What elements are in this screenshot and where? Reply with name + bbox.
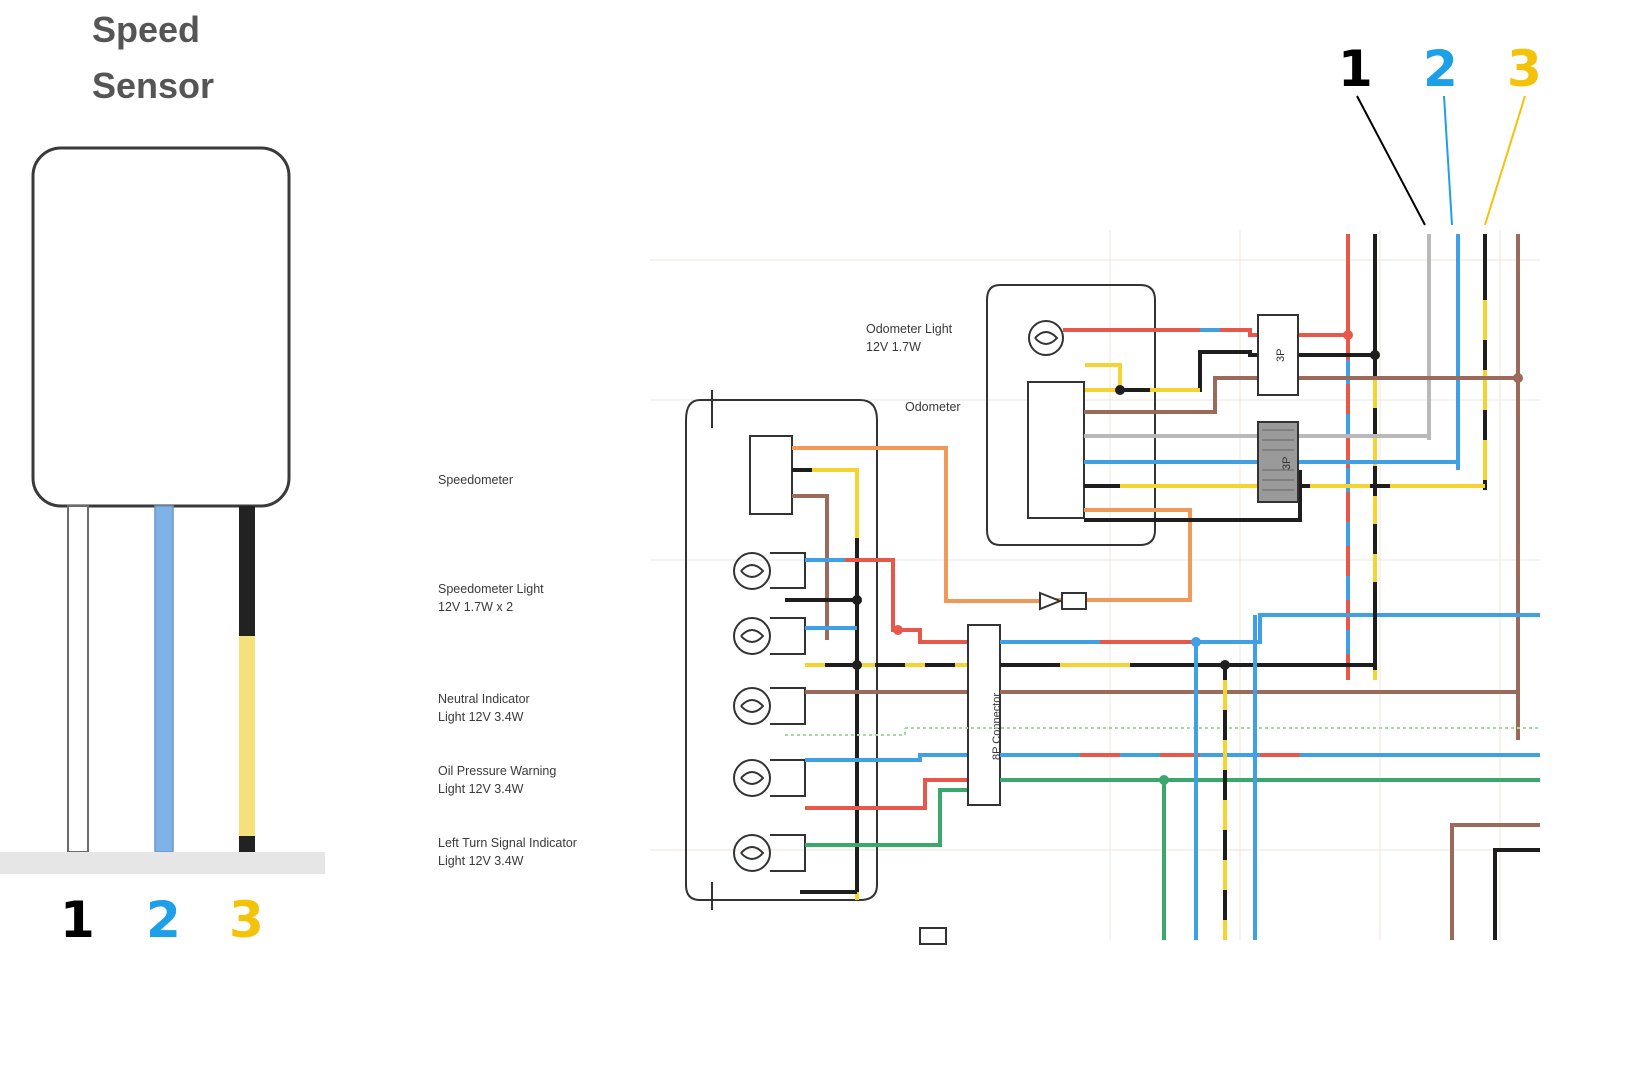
label-speedo-light-2: 12V 1.7W x 2 bbox=[438, 600, 513, 614]
bulb-oil bbox=[733, 759, 771, 797]
label-turn-2: Light 12V 3.4W bbox=[438, 854, 524, 868]
connector-8p-label: 8P Connector bbox=[991, 693, 1003, 760]
odometer-unit bbox=[1027, 381, 1085, 519]
wire-brown-odo bbox=[1084, 376, 1518, 414]
bulb-turn bbox=[733, 834, 771, 872]
sensor-baseline bbox=[0, 852, 325, 874]
label-speedometer: Speedometer bbox=[438, 473, 513, 487]
sensor-wire-3 bbox=[239, 506, 255, 852]
speedometer-housing bbox=[685, 399, 878, 901]
bulb-neutral bbox=[733, 687, 771, 725]
sensor-pin-3: 3 bbox=[229, 891, 264, 949]
schematic: 8P Connector bbox=[650, 230, 1540, 945]
bulb-odometer bbox=[1028, 320, 1064, 356]
connector-3p-a bbox=[1257, 314, 1299, 396]
wire-brown-speedo bbox=[792, 494, 829, 640]
odometer-housing bbox=[986, 284, 1156, 546]
top-pin-3: 3 bbox=[1507, 40, 1542, 98]
sensor-title-line2: Sensor bbox=[92, 65, 214, 106]
label-odo-light-2: 12V 1.7W bbox=[866, 340, 921, 354]
label-turn-1: Left Turn Signal Indicator bbox=[438, 836, 577, 850]
top-pin-2: 2 bbox=[1423, 40, 1458, 98]
label-speedo-light-1: Speedometer Light bbox=[438, 582, 544, 596]
label-odo-light-1: Odometer Light bbox=[866, 322, 953, 336]
component-labels: Speedometer Speedometer Light 12V 1.7W x… bbox=[438, 322, 961, 868]
top-pin-1: 1 bbox=[1338, 40, 1373, 98]
diode-symbol bbox=[1039, 591, 1063, 611]
top-pin-labels: 1 2 3 bbox=[1338, 40, 1542, 226]
wire-black-8p bbox=[1000, 600, 1377, 667]
bulbs bbox=[733, 552, 806, 872]
label-neutral-2: Light 12V 3.4W bbox=[438, 710, 524, 724]
wire-blue-8p-1 bbox=[1000, 613, 1540, 644]
leader-line-3 bbox=[1484, 95, 1526, 226]
wire-green-turn bbox=[805, 788, 968, 847]
label-oil-2: Light 12V 3.4W bbox=[438, 782, 524, 796]
connector-3p-b bbox=[1257, 421, 1299, 503]
sensor-wire-2 bbox=[154, 505, 174, 853]
wire-orange-speedo bbox=[792, 446, 1040, 603]
leader-line-2 bbox=[1443, 95, 1453, 226]
connector-3p-a-label: 3P bbox=[1275, 349, 1287, 362]
sensor-body bbox=[31, 146, 291, 508]
leader-line-1 bbox=[1356, 95, 1426, 226]
wire-blue-oil bbox=[805, 753, 968, 762]
label-odometer: Odometer bbox=[905, 400, 961, 414]
sensor-pin-2: 2 bbox=[146, 891, 181, 949]
label-oil-1: Oil Pressure Warning bbox=[438, 764, 556, 778]
sensor-title-line1: Speed bbox=[92, 9, 200, 50]
wire-black-odo bbox=[1120, 350, 1375, 392]
wire-red-speedo-light bbox=[805, 558, 968, 644]
connector-3p-b-label: 3P bbox=[1281, 457, 1293, 470]
bulb-speedo-2 bbox=[733, 617, 771, 655]
connector-8p bbox=[967, 624, 1001, 806]
speed-sensor-panel: Speed Sensor 1 2 3 bbox=[0, 9, 325, 949]
grid-lines bbox=[650, 230, 1540, 940]
label-neutral-1: Neutral Indicator bbox=[438, 692, 530, 706]
sensor-wire-1 bbox=[67, 505, 89, 853]
bulb-speedo-1 bbox=[733, 552, 771, 590]
speedometer-unit bbox=[749, 435, 793, 515]
sensor-pin-1: 1 bbox=[60, 891, 95, 949]
